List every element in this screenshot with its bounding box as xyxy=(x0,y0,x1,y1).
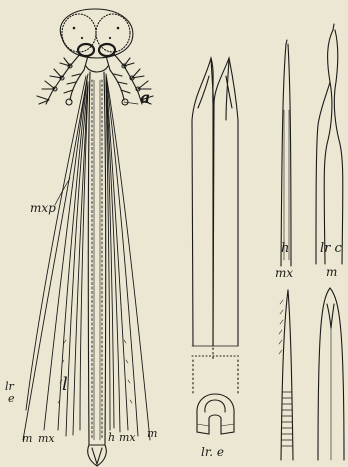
right-antenna-socket xyxy=(99,44,115,56)
label-mx-detail: mx xyxy=(275,267,293,279)
stylets-left xyxy=(23,74,88,440)
label-h-bottom: h xyxy=(108,432,115,443)
mandible-detail xyxy=(318,288,344,460)
left-antenna xyxy=(37,54,80,104)
label-a: a xyxy=(140,90,150,106)
labium xyxy=(88,72,107,466)
label-m-left: m xyxy=(22,433,32,444)
label-lr-c: lr c xyxy=(320,242,342,255)
labrum-cross-section xyxy=(197,394,234,434)
label-mx-right: mx xyxy=(119,432,136,443)
head-panel xyxy=(37,9,153,105)
label-lr-e: lr. e xyxy=(201,446,224,458)
label-l: l xyxy=(62,376,68,394)
label-m-detail: m xyxy=(326,266,337,278)
label-lr-side-bottom: e xyxy=(8,393,15,404)
label-lr-side-top: lr xyxy=(5,381,14,392)
maxillary-palps xyxy=(64,70,130,105)
maxilla-detail xyxy=(279,290,293,460)
label-h-detail: h xyxy=(281,242,289,255)
stylets-right xyxy=(106,74,150,440)
labrum-tip-detail xyxy=(316,24,343,264)
label-m-right: m xyxy=(147,428,157,439)
hypopharynx-detail xyxy=(281,40,291,266)
label-mxp: mxp xyxy=(30,202,56,214)
labrum-panel xyxy=(192,58,240,434)
label-mx-left: mx xyxy=(38,433,55,444)
